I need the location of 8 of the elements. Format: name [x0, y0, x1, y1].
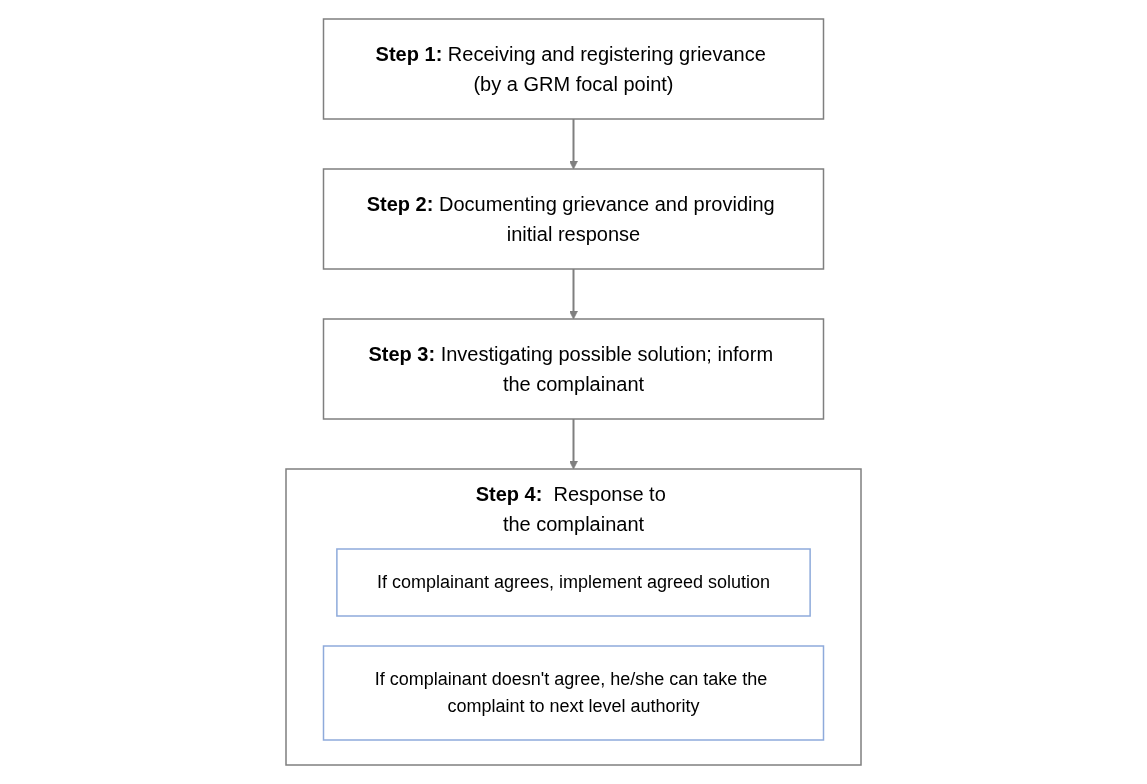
node-box: Step 2: Documenting grievance and providing initial response	[322, 168, 825, 270]
arrow	[569, 268, 578, 320]
node-box: If complainant agrees, implement agreed solution	[336, 548, 811, 617]
arrow	[569, 118, 578, 170]
node-box: If complainant doesn't agree, he/she can take the complaint to next level authority	[322, 645, 825, 741]
node-box: Step 3: Investigating possible solution; inform the complainant	[322, 318, 825, 420]
arrow	[569, 418, 578, 470]
node-box: Step 1: Receiving and registering grievance (by a GRM focal point)	[322, 18, 825, 120]
